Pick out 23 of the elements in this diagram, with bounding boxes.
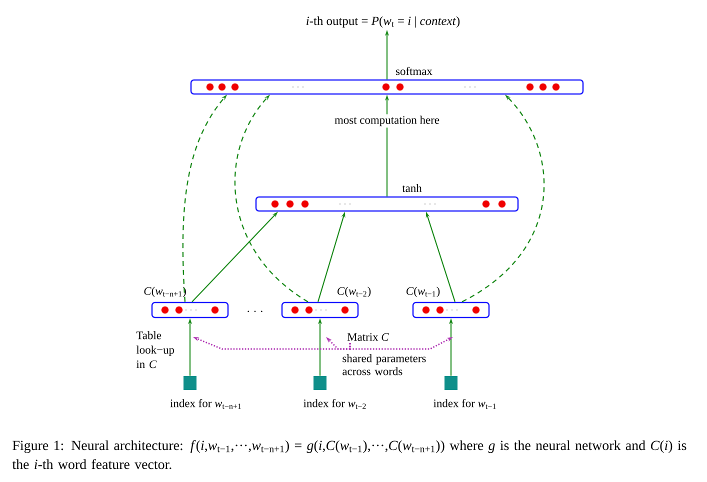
output-label: i-th output = P(w$_{t}$ = i | context) <box>306 16 460 28</box>
embedding-vector: C(w$_{t−1}$) <box>406 286 490 318</box>
caption: Figure 1: Neural architecture: f(i,w$_{t−1}$,···,w$_{t−n+1}$) = g(i,C(w$_{t−1}$),···,C(w$_{t−n+1}$)) where g is the neural network and C(i) is the i-th word feature vector. <box>12 440 686 470</box>
node-label: index for w$_{t−n+1}$ <box>170 399 242 409</box>
matrix-label: Matrix C <box>347 333 389 341</box>
edge-label: most computation here <box>333 114 441 128</box>
embedding-vector: C(w$_{t−n+1}$) <box>144 286 229 318</box>
word-index: index for w$_{t−1}$ <box>434 376 496 409</box>
node-label: C(w$_{t−1}$) <box>406 286 440 298</box>
annotation: Table look−up in C <box>136 331 174 368</box>
neuron-layer: tanh <box>255 184 519 212</box>
annotation: shared parameters across words <box>342 354 426 376</box>
node-label: index for w$_{t−2}$ <box>304 399 366 409</box>
neuron-layer: softmax <box>190 66 584 95</box>
node-label: index for w$_{t−1}$ <box>434 399 496 409</box>
node-label: tanh <box>402 184 422 192</box>
node-label: softmax <box>396 66 432 76</box>
embedding-vector: C(w$_{t−2}$) <box>281 286 371 318</box>
node-label: C(w$_{t−2}$) <box>338 286 371 298</box>
word-index: index for w$_{t−2}$ <box>304 376 366 409</box>
node-label: C(w$_{t−n+1}$) <box>144 286 186 298</box>
word-index: index for w$_{t−n+1}$ <box>170 376 242 409</box>
ellipsis: · · · <box>248 310 262 312</box>
